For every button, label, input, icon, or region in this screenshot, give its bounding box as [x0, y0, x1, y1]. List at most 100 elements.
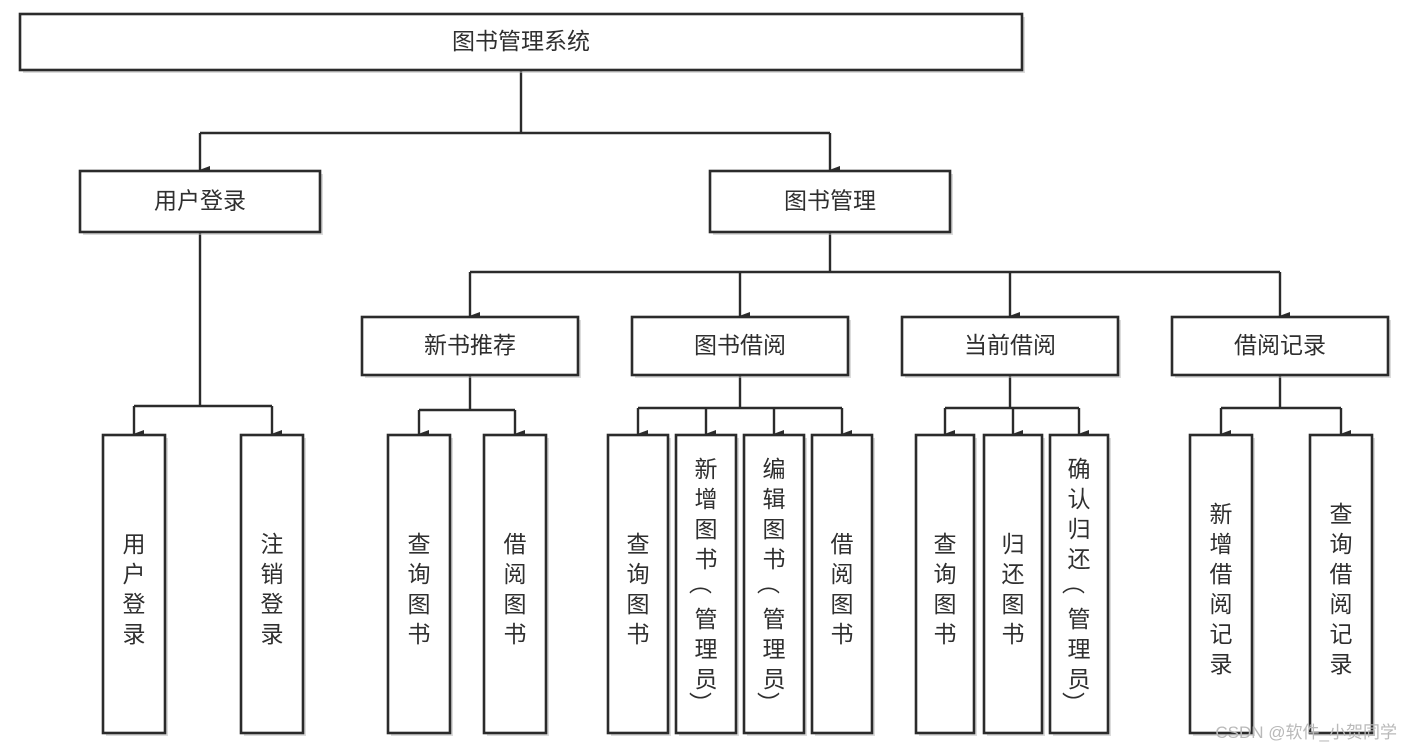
- node-box[interactable]: [810, 433, 874, 735]
- node-box[interactable]: [708, 169, 952, 234]
- node-box[interactable]: [606, 433, 670, 735]
- node-label-char: 图: [695, 516, 718, 542]
- csdn-watermark: CSDN @软件_小贺同学: [1215, 723, 1397, 742]
- node-box[interactable]: [360, 315, 580, 377]
- node-label-char: 书: [763, 546, 786, 572]
- node-book-manage[interactable]: 图书管理: [708, 169, 953, 235]
- node-label-char: 书: [627, 621, 650, 647]
- node-label-char: 理: [695, 636, 718, 662]
- node-label-char: ）: [755, 692, 781, 715]
- node-label-char: 归: [1068, 516, 1091, 542]
- node-box[interactable]: [386, 433, 452, 735]
- node-root[interactable]: 图书管理系统: [18, 12, 1025, 73]
- node-label-char: 认: [1068, 486, 1091, 512]
- node-label-char: 书: [1002, 621, 1025, 647]
- node-label-char: 图: [934, 591, 957, 617]
- node-label-char: 询: [1330, 531, 1353, 557]
- node-label-char: ）: [687, 692, 713, 715]
- node-label-char: 图: [1002, 591, 1025, 617]
- node-label: 图书管理: [784, 188, 876, 214]
- node-label-char: 借: [1210, 561, 1233, 587]
- node-label-char: 管: [1068, 606, 1091, 632]
- edges-layer: [132, 70, 1352, 439]
- node-label: 新书推荐: [424, 332, 516, 358]
- node-label-char: （: [755, 572, 781, 595]
- node-label-char: 查: [408, 531, 431, 557]
- node-label-char: 登: [261, 591, 284, 617]
- node-label-char: 图: [763, 516, 786, 542]
- node-label-char: 图: [831, 591, 854, 617]
- node-label: 当前借阅: [964, 332, 1056, 358]
- node-leaf-user-login[interactable]: 用户登录: [101, 433, 168, 736]
- node-label-char: 阅: [1210, 591, 1233, 617]
- node-label-char: 用: [123, 531, 146, 557]
- node-label-char: 书: [695, 546, 718, 572]
- node-user-login[interactable]: 用户登录: [78, 169, 323, 235]
- node-book-borrow[interactable]: 图书借阅: [630, 315, 851, 378]
- node-box[interactable]: [18, 12, 1024, 72]
- node-label: 图书借阅: [694, 332, 786, 358]
- node-box[interactable]: [78, 169, 322, 234]
- node-box[interactable]: [900, 315, 1120, 377]
- node-box[interactable]: [914, 433, 976, 735]
- node-label-char: 确: [1068, 456, 1091, 482]
- node-label-char: 书: [831, 621, 854, 647]
- node-box[interactable]: [982, 433, 1044, 735]
- node-label-char: 录: [123, 621, 146, 647]
- node-label-char: ）: [1060, 692, 1086, 715]
- node-label-char: 理: [763, 636, 786, 662]
- node-box[interactable]: [1170, 315, 1390, 377]
- node-label-char: 员: [1068, 666, 1091, 692]
- node-label-char: 录: [1330, 651, 1353, 677]
- node-label-char: 书: [408, 621, 431, 647]
- node-label-char: 销: [261, 561, 284, 587]
- node-box[interactable]: [1048, 433, 1110, 735]
- node-label-char: 编: [763, 456, 786, 482]
- node-box[interactable]: [630, 315, 850, 377]
- node-borrow-record[interactable]: 借阅记录: [1170, 315, 1391, 378]
- node-label-char: 借: [1330, 561, 1353, 587]
- node-box[interactable]: [1188, 433, 1254, 735]
- node-box[interactable]: [742, 433, 806, 735]
- node-label-char: 户: [123, 561, 146, 587]
- node-box[interactable]: [1308, 433, 1374, 735]
- node-label-char: 记: [1330, 621, 1353, 647]
- node-box[interactable]: [101, 433, 167, 735]
- node-label: 借阅记录: [1234, 332, 1326, 358]
- node-box[interactable]: [239, 433, 305, 735]
- node-label-char: 管: [695, 606, 718, 632]
- nodes-layer: 图书管理系统用户登录图书管理新书推荐图书借阅当前借阅借阅记录用户登录注销登录查询…: [18, 12, 1391, 736]
- node-label-char: 阅: [831, 561, 854, 587]
- node-box[interactable]: [482, 433, 548, 735]
- node-label-char: 辑: [763, 486, 786, 512]
- node-label-char: 录: [261, 621, 284, 647]
- node-label-char: （: [687, 572, 713, 595]
- node-current-borrow[interactable]: 当前借阅: [900, 315, 1121, 378]
- node-label-char: 录: [1210, 651, 1233, 677]
- node-label-char: 询: [408, 561, 431, 587]
- node-label: 图书管理系统: [452, 28, 590, 54]
- node-box[interactable]: [674, 433, 738, 735]
- node-label-char: 归: [1002, 531, 1025, 557]
- node-label-char: 记: [1210, 621, 1233, 647]
- node-label-char: 阅: [1330, 591, 1353, 617]
- node-label-char: 查: [627, 531, 650, 557]
- node-label-char: 新: [1210, 501, 1233, 527]
- node-label-char: 理: [1068, 636, 1091, 662]
- node-new-book-rec[interactable]: 新书推荐: [360, 315, 581, 378]
- node-label-char: 增: [695, 486, 718, 512]
